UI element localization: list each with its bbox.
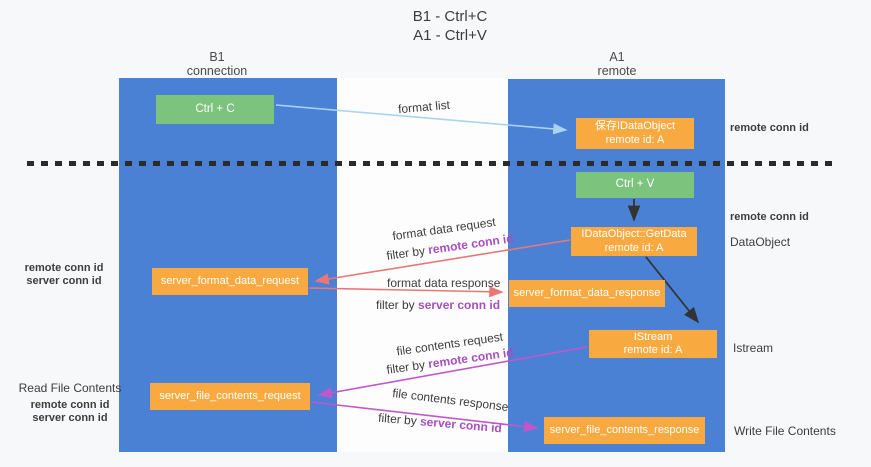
remote-conn-id-label-top-right: remote conn id [730,122,809,134]
filter-value-2: server conn id [418,298,501,312]
server-file-contents-request-box: server_file_contents_request [150,383,310,410]
title-line-1: B1 - Ctrl+C [412,8,488,25]
server-file-contents-request-label: server_file_contents_request [159,389,301,402]
lane-a1-name: A1 [609,50,625,64]
istream-side-label: Istream [733,341,774,355]
store-idataobject-line1: 保存IDataObject [594,120,676,132]
getdata-box: IDataObject::GetData remote id: A [571,227,697,256]
remote-conn-id-label-mid-right: remote conn id [730,211,809,223]
store-idataobject-line2: remote id: A [605,133,665,146]
write-file-contents-label: Write File Contents [734,424,836,438]
ctrl-v-label: Ctrl + V [615,178,655,191]
server-format-data-request-box: server_format_data_request [152,268,308,295]
title-line-2: A1 - Ctrl+V [413,27,487,44]
store-idataobject-box: 保存IDataObject remote id: A [576,118,694,149]
filter-by-server-conn-id-label-1: filter by server conn id [376,298,500,312]
read-file-contents-label: Read File Contents [18,381,122,395]
istream-line1: IStream [633,330,673,343]
session-divider-dashed-line [27,161,833,166]
getdata-line1: IDataObject::GetData [581,228,687,240]
format-data-response-label: format data response [387,276,501,290]
diagram-title: B1 - Ctrl+C A1 - Ctrl+V [330,7,570,45]
lane-b1-role: connection [186,64,248,78]
server-format-data-request-label: server_format_data_request [160,274,300,287]
ctrl-c-box: Ctrl + C [156,95,274,124]
dataobject-label: DataObject [730,235,791,249]
server-conn-id-label-mid-left: server conn id [26,275,102,287]
server-file-contents-response-box: server_file_contents_response [544,417,705,444]
remote-conn-id-label-bottom-left: remote conn id [30,399,110,411]
filter-prefix-2: filter by [376,298,419,312]
lane-header-b1: B1 connection [147,50,287,78]
lane-b1-name: B1 [209,50,225,64]
istream-box: IStream remote id: A [589,330,717,358]
lane-a1-role: remote [597,64,637,78]
server-conn-id-label-bottom-left: server conn id [32,412,108,424]
server-file-contents-response-label: server_file_contents_response [549,423,700,436]
istream-line2: remote id: A [623,344,683,356]
remote-conn-id-label-mid-left: remote conn id [24,262,104,274]
lane-header-a1: A1 remote [547,50,687,78]
server-format-data-response-box: server_format_data_response [509,280,665,307]
ctrl-v-box: Ctrl + V [576,172,694,198]
getdata-line2: remote id: A [604,241,664,254]
server-format-data-response-label: server_format_data_response [513,286,661,299]
ctrl-c-label: Ctrl + C [195,102,235,115]
